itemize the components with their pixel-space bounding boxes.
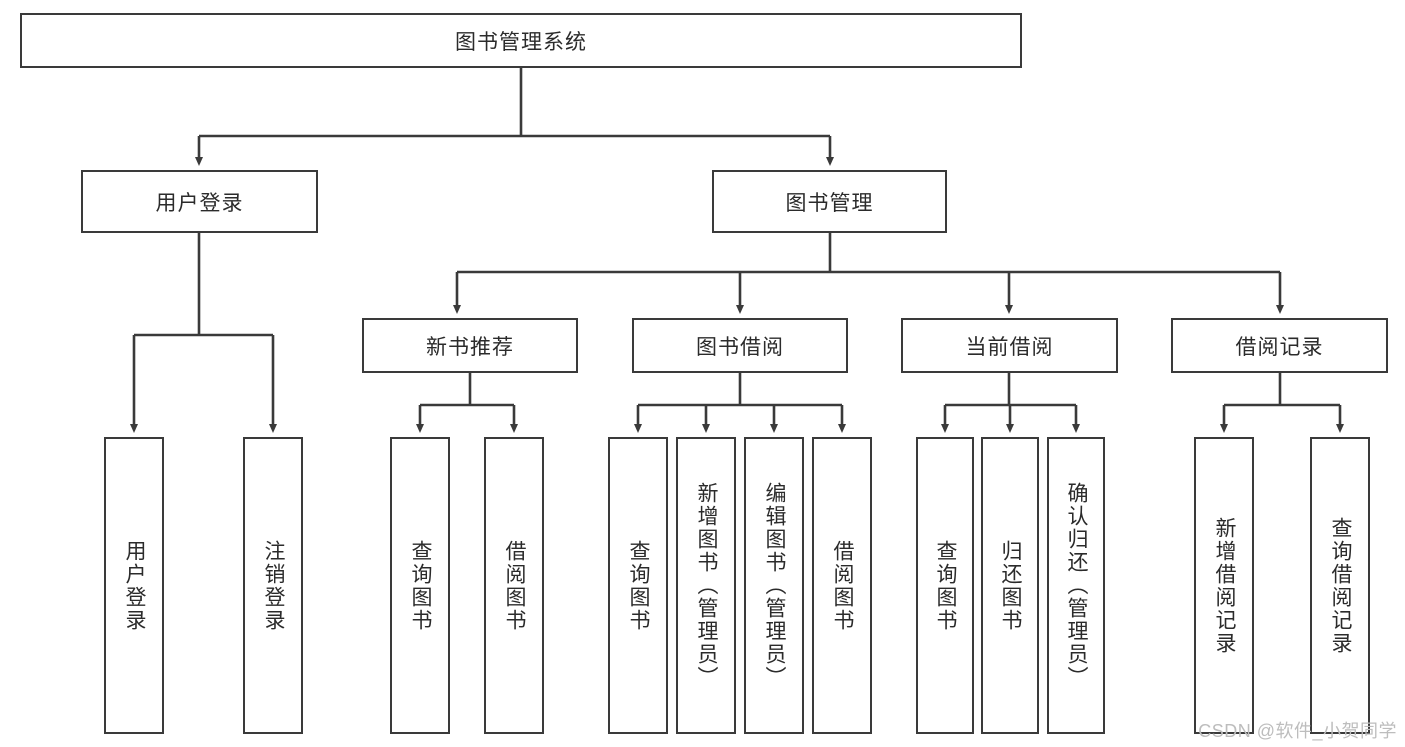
leaf-label: 新增图书（管理员） xyxy=(694,482,718,689)
node-book-borrow[interactable]: 图书借阅 xyxy=(632,318,848,373)
leaf-label: 确认归还（管理员） xyxy=(1064,482,1088,689)
leaf-node[interactable]: 查询借阅记录 xyxy=(1310,437,1370,734)
leaf-node[interactable]: 用户登录 xyxy=(104,437,164,734)
leaf-label: 查询图书 xyxy=(626,539,650,632)
leaf-node[interactable]: 编辑图书（管理员） xyxy=(744,437,804,734)
leaf-label: 编辑图书（管理员） xyxy=(762,482,786,689)
leaf-label: 归还图书 xyxy=(998,539,1022,632)
leaf-label: 查询图书 xyxy=(933,539,957,632)
node-current-borrow-label: 当前借阅 xyxy=(965,335,1054,359)
leaf-node[interactable]: 查询图书 xyxy=(390,437,450,734)
leaf-node[interactable]: 借阅图书 xyxy=(484,437,544,734)
node-root-label: 图书管理系统 xyxy=(455,30,587,54)
node-borrow-record-label: 借阅记录 xyxy=(1235,335,1324,359)
leaf-label: 用户登录 xyxy=(122,539,146,632)
leaf-node[interactable]: 归还图书 xyxy=(981,437,1039,734)
leaf-node[interactable]: 确认归还（管理员） xyxy=(1047,437,1105,734)
node-new-book-recommend-label: 新书推荐 xyxy=(426,335,514,359)
leaf-label: 注销登录 xyxy=(261,539,285,632)
node-user-login[interactable]: 用户登录 xyxy=(81,170,318,233)
leaf-node[interactable]: 查询图书 xyxy=(608,437,668,734)
leaf-node[interactable]: 借阅图书 xyxy=(812,437,872,734)
leaf-node[interactable]: 新增借阅记录 xyxy=(1194,437,1254,734)
leaf-label: 借阅图书 xyxy=(830,539,854,632)
leaf-label: 借阅图书 xyxy=(502,539,526,632)
leaf-node[interactable]: 注销登录 xyxy=(243,437,303,734)
node-new-book-recommend[interactable]: 新书推荐 xyxy=(362,318,578,373)
leaf-node[interactable]: 查询图书 xyxy=(916,437,974,734)
node-borrow-record[interactable]: 借阅记录 xyxy=(1171,318,1388,373)
leaf-label: 新增借阅记录 xyxy=(1212,516,1236,655)
node-book-management-label: 图书管理 xyxy=(785,191,874,215)
node-book-management[interactable]: 图书管理 xyxy=(712,170,947,233)
watermark: CSDN @软件_小贺同学 xyxy=(1198,721,1397,741)
node-current-borrow[interactable]: 当前借阅 xyxy=(901,318,1118,373)
node-user-login-label: 用户登录 xyxy=(155,191,244,215)
leaf-label: 查询图书 xyxy=(408,539,432,632)
node-book-borrow-label: 图书借阅 xyxy=(696,335,784,359)
leaf-label: 查询借阅记录 xyxy=(1328,516,1352,655)
leaf-node[interactable]: 新增图书（管理员） xyxy=(676,437,736,734)
node-root[interactable]: 图书管理系统 xyxy=(20,13,1022,68)
